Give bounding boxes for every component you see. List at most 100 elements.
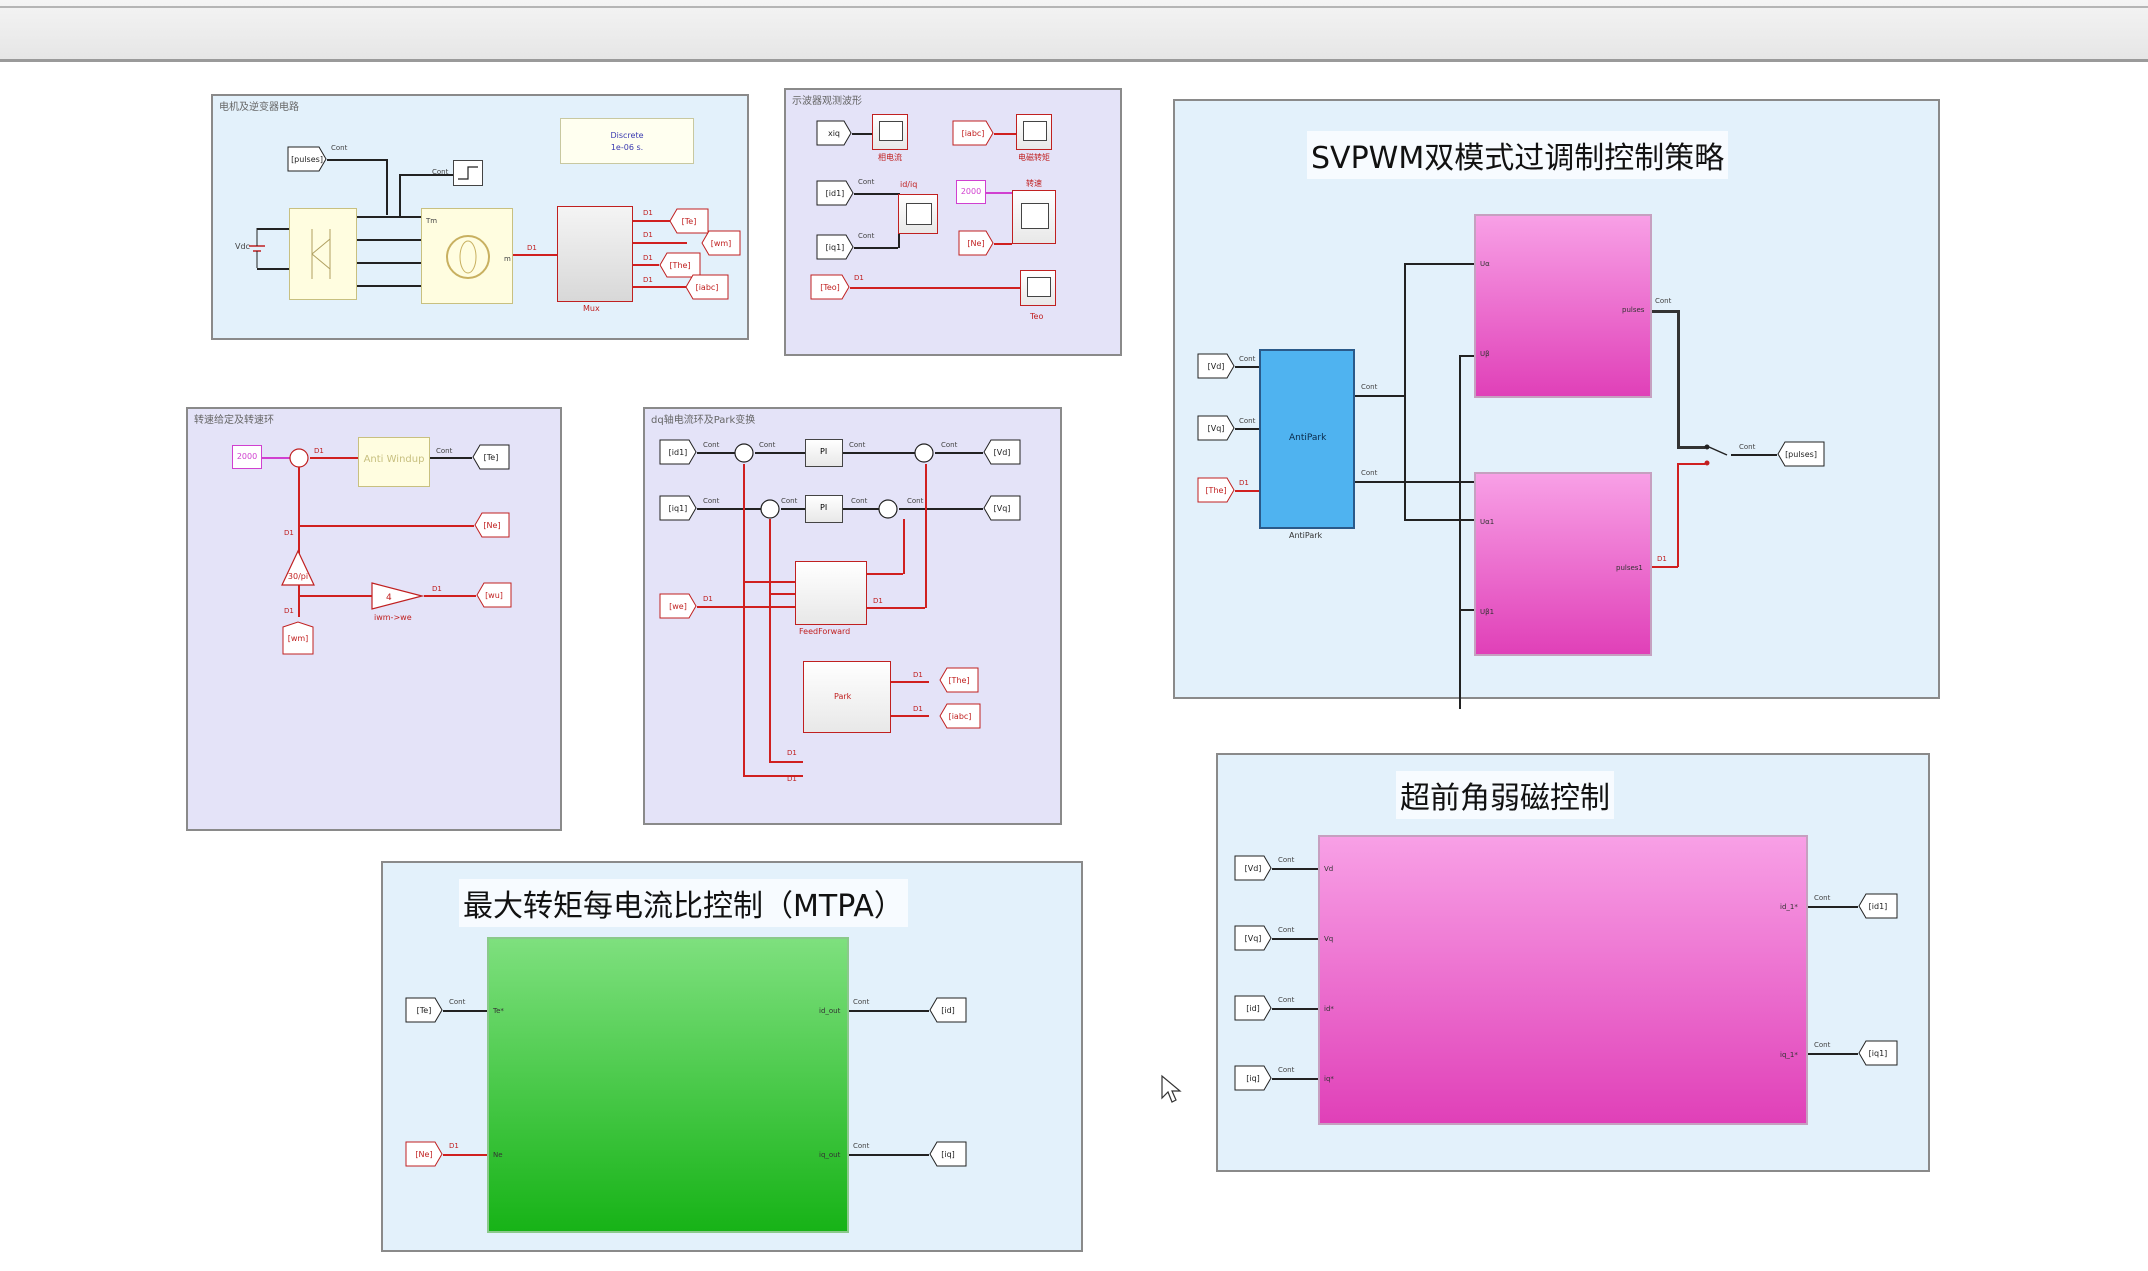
scope-block-torque[interactable] — [1016, 114, 1052, 150]
from-tag-ne[interactable]: [Ne] — [405, 1141, 443, 1167]
from-tag-wm[interactable]: [wm] — [282, 621, 314, 655]
demux-block[interactable] — [557, 206, 633, 302]
from-tag-iabc[interactable]: [iabc] — [939, 703, 981, 729]
from-tag-vq[interactable]: [Vq] — [1197, 415, 1235, 441]
area-speed-loop[interactable]: 转速给定及转速环 2000 D1 Anti Windup Cont [Te] D… — [186, 407, 562, 831]
scope-block-phase-current[interactable] — [872, 114, 908, 150]
anti-windup-pi-block[interactable]: Anti Windup — [358, 437, 430, 487]
from-tag-vd[interactable]: [Vd] — [1234, 855, 1272, 881]
svpwm-subsystem-2[interactable]: Uα1 Uβ1 pulses1 — [1474, 472, 1652, 656]
port-label: Uα — [1480, 260, 1490, 268]
svpwm-subsystem-1[interactable]: Uα Uβ pulses — [1474, 214, 1652, 398]
area-mtpa[interactable]: 最大转矩每电流比控制（MTPA） [Te] Cont [Ne] D1 Te* N… — [381, 861, 1083, 1252]
scope-name: id/iq — [900, 180, 918, 189]
area-svpwm[interactable]: SVPWM双模式过调制控制策略 [Vd] Cont [Vq] Cont [The… — [1173, 99, 1940, 709]
sum-icon[interactable] — [877, 498, 899, 520]
goto-tag-iq1[interactable]: [iq1] — [1858, 1040, 1898, 1066]
from-tag-teo[interactable]: [Teo] — [810, 274, 850, 300]
switch-icon[interactable] — [1703, 437, 1731, 471]
label-cont: Cont — [853, 1142, 870, 1150]
flux-weakening-subsystem[interactable]: Vd Vq id* iq* id_1* iq_1* — [1318, 835, 1808, 1125]
goto-tag-te[interactable]: [Te] — [472, 444, 510, 470]
label-cont: Cont — [1739, 443, 1756, 451]
goto-tag-wu[interactable]: [wu] — [476, 582, 512, 608]
label-d1: D1 — [913, 705, 923, 713]
label-d1: D1 — [284, 607, 294, 615]
from-tag-id1[interactable]: [id1] — [816, 180, 854, 206]
from-tag-vd[interactable]: [Vd] — [1197, 353, 1235, 379]
sum-icon[interactable] — [913, 442, 935, 464]
label-cont: Cont — [449, 998, 466, 1006]
constant-block[interactable]: 2000 — [956, 180, 986, 204]
block-label: PI — [820, 503, 828, 512]
label-d1: D1 — [314, 447, 324, 455]
antipark-block[interactable]: AntiPark — [1259, 349, 1355, 529]
scope-icon — [906, 203, 932, 225]
label-cont: Cont — [1655, 297, 1672, 305]
area-dq-loop[interactable]: dq轴电流环及Park变换 [id1] Cont Cont PI Cont Co… — [643, 407, 1062, 825]
goto-tag-id[interactable]: [id] — [929, 997, 967, 1023]
label-d1: D1 — [284, 529, 294, 537]
model-canvas[interactable]: 电机及逆变器电路 Discrete 1e-06 s. [pulses] Cont… — [0, 62, 2148, 1271]
scope-block-teo[interactable] — [1020, 270, 1056, 306]
pi-block-d[interactable]: PI — [805, 439, 843, 467]
from-tag-iq1[interactable]: [iq1] — [659, 495, 697, 521]
pmsm-block[interactable]: Tm m — [421, 208, 513, 304]
port-label: Uβ — [1480, 350, 1490, 358]
scope-block-idiq[interactable] — [898, 194, 938, 234]
goto-tag-pulses[interactable]: [pulses] — [1777, 441, 1825, 467]
goto-tag-iabc[interactable]: [iabc] — [685, 274, 729, 300]
park-block[interactable]: Park — [803, 661, 891, 733]
feedforward-block[interactable] — [795, 561, 867, 625]
from-tag-iabc[interactable]: [iabc] — [952, 120, 994, 146]
sum-icon[interactable] — [759, 498, 781, 520]
mtpa-subsystem[interactable]: Te* Ne id_out iq_out — [487, 937, 849, 1233]
goto-tag-vq[interactable]: [Vq] — [983, 495, 1021, 521]
from-tag-iq1[interactable]: [iq1] — [816, 234, 854, 260]
sum-icon[interactable] — [288, 447, 310, 469]
sum-icon[interactable] — [733, 442, 755, 464]
powergui-block[interactable]: Discrete 1e-06 s. — [560, 118, 694, 164]
from-tag-pulses[interactable]: [pulses] — [287, 146, 327, 172]
goto-tag-vd[interactable]: [Vd] — [983, 439, 1021, 465]
label-cont: Cont — [1278, 996, 1295, 1004]
area-flux-weakening[interactable]: 超前角弱磁控制 [Vd] Cont [Vq] Cont [id] Cont [i… — [1216, 753, 1930, 1172]
inverter-block[interactable] — [289, 208, 357, 300]
goto-tag-te[interactable]: [Te] — [669, 208, 709, 234]
block-label: PI — [820, 447, 828, 456]
goto-tag-id1[interactable]: [id1] — [1858, 893, 1898, 919]
label-d1: D1 — [1239, 479, 1249, 487]
speed-reference-constant[interactable]: 2000 — [232, 445, 262, 469]
from-tag-the[interactable]: [The] — [939, 667, 979, 693]
goto-tag-the[interactable]: [The] — [659, 252, 701, 278]
from-tag-id1[interactable]: [id1] — [659, 439, 697, 465]
label-cont: Cont — [703, 497, 720, 505]
goto-tag-ne[interactable]: [Ne] — [474, 512, 510, 538]
from-tag-iq[interactable]: [iq] — [1234, 1065, 1272, 1091]
from-tag-vq[interactable]: [Vq] — [1234, 925, 1272, 951]
from-tag-ne[interactable]: [Ne] — [958, 230, 994, 256]
from-tag-we[interactable]: [we] — [659, 593, 697, 619]
area-scopes[interactable]: 示波器观测波形 xiq 相电流 [iabc] 电磁转矩 [id1] Cont — [784, 88, 1122, 356]
from-tag-xiq[interactable]: xiq — [816, 120, 852, 146]
label-d1: D1 — [703, 595, 713, 603]
pi-block-q[interactable]: PI — [805, 495, 843, 523]
label-d1: D1 — [527, 244, 537, 252]
area-motor-drive[interactable]: 电机及逆变器电路 Discrete 1e-06 s. [pulses] Cont… — [211, 94, 749, 340]
gain-icon[interactable]: 30/pi — [280, 549, 316, 587]
constant-block[interactable] — [453, 160, 483, 186]
scope-icon — [1023, 121, 1047, 141]
area-heading: SVPWM双模式过调制控制策略 — [1307, 131, 1729, 179]
goto-tag-wm[interactable]: [wm] — [701, 230, 741, 256]
scope-block-speed[interactable] — [1012, 190, 1056, 244]
label-cont: Cont — [858, 232, 875, 240]
goto-tag-iq[interactable]: [iq] — [929, 1141, 967, 1167]
block-name-mux: Mux — [583, 304, 600, 313]
from-tag-the[interactable]: [The] — [1197, 477, 1235, 503]
from-tag-id[interactable]: [id] — [1234, 995, 1272, 1021]
label-d1: D1 — [643, 276, 653, 284]
gain-icon[interactable]: 4 — [370, 581, 424, 611]
port-label: pulses — [1622, 306, 1645, 314]
from-tag-te[interactable]: [Te] — [405, 997, 443, 1023]
label-cont: Cont — [1278, 856, 1295, 864]
